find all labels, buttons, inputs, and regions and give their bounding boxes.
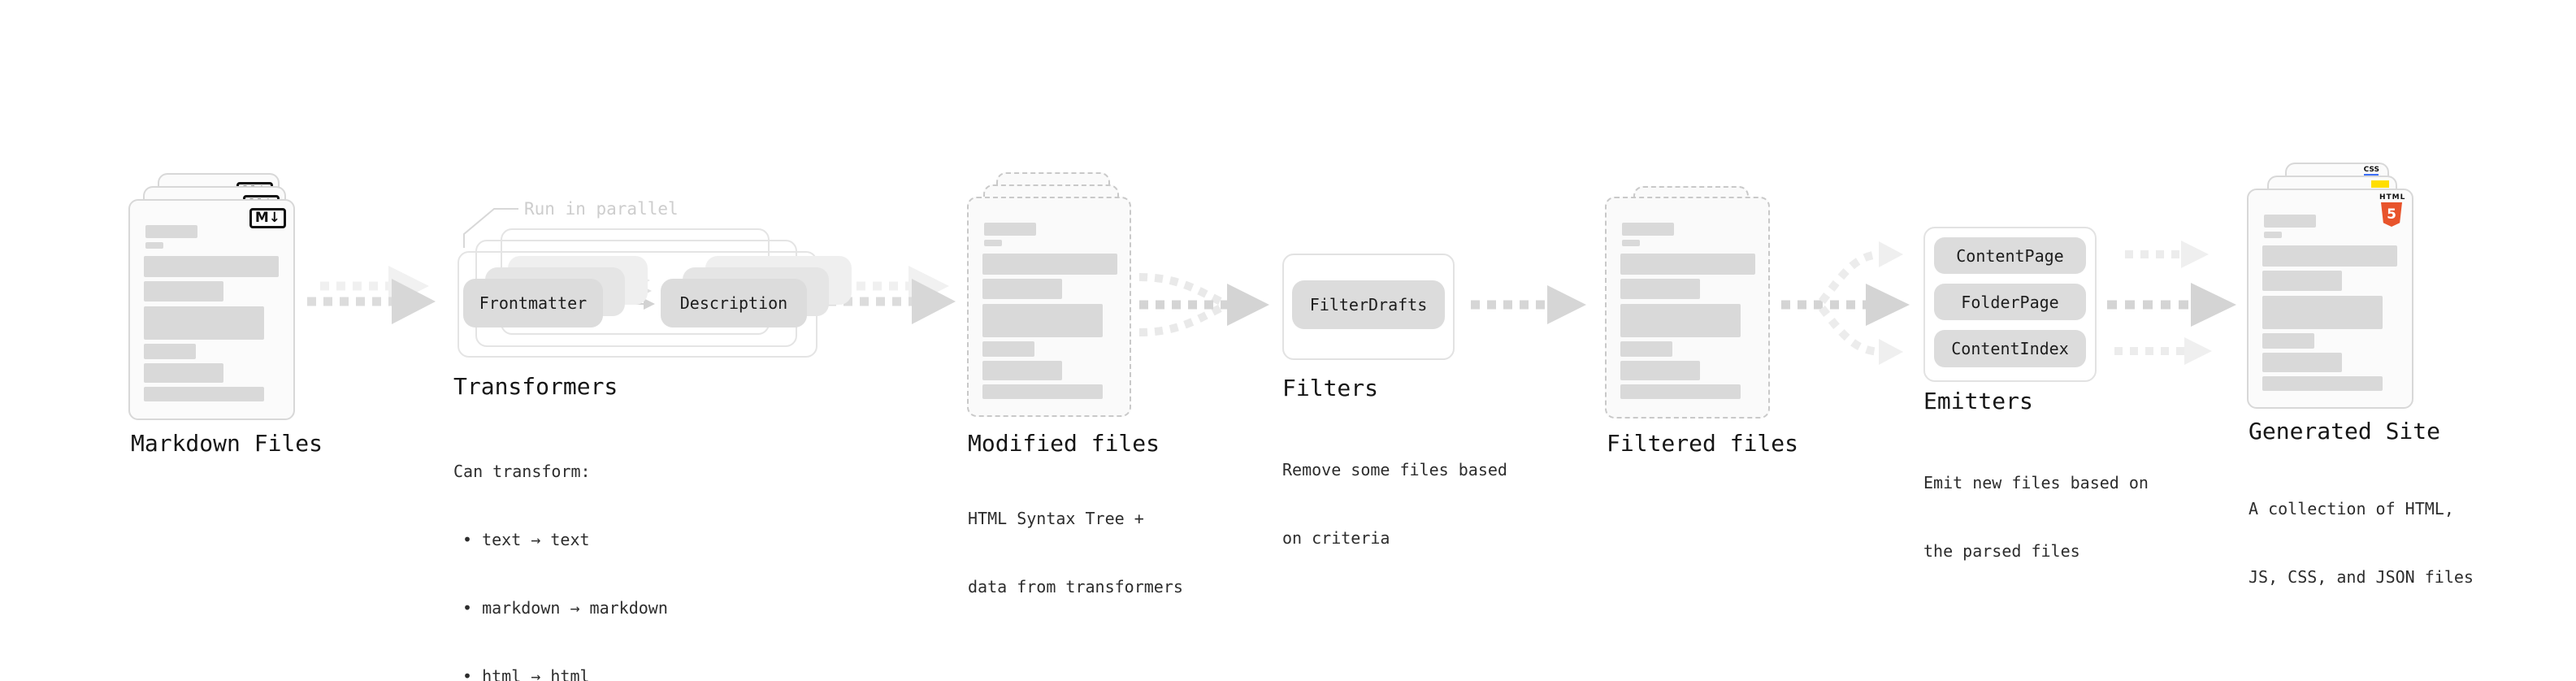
- placeholder-bar: [145, 225, 197, 238]
- run-in-parallel-note: Run in parallel: [524, 199, 679, 219]
- arrow-emitters-to-generated: [2107, 241, 2236, 365]
- contentpage-pill: ContentPage: [1934, 237, 2086, 274]
- placeholder-bar: [2262, 296, 2383, 329]
- placeholder-bar: [1620, 254, 1755, 275]
- markdown-icon: M↓: [249, 208, 286, 228]
- placeholder-bar: [144, 306, 264, 340]
- folderpage-pill: FolderPage: [1934, 284, 2086, 320]
- placeholder-bar: [2262, 333, 2314, 349]
- placeholder-bar: [982, 279, 1062, 299]
- arrow-modified-to-filters: [1138, 273, 1269, 336]
- markdown-file-card: M↓: [128, 199, 295, 420]
- placeholder-bar: [144, 344, 196, 359]
- placeholder-bar: [2264, 232, 2282, 238]
- modified-desc-line: HTML Syntax Tree +: [968, 509, 1144, 528]
- contentindex-pill: ContentIndex: [1934, 330, 2086, 367]
- modified-file-card: [967, 197, 1131, 417]
- placeholder-bar: [982, 254, 1117, 275]
- modified-files-description: HTML Syntax Tree + data from transformer…: [968, 462, 1183, 644]
- transformers-bullet: • html → html: [462, 666, 590, 681]
- filterdrafts-pill: FilterDrafts: [1292, 280, 1445, 329]
- placeholder-bar: [1620, 384, 1741, 399]
- modified-files-label: Modified files: [968, 430, 1160, 457]
- emitters-label: Emitters: [1923, 388, 2033, 414]
- css-icon-text: CSS: [2363, 166, 2379, 174]
- placeholder-bar: [2262, 271, 2342, 291]
- placeholder-bar: [982, 304, 1103, 337]
- emitters-desc-line: Emit new files based on: [1923, 473, 2149, 492]
- html5-icon-number: 5: [2387, 206, 2396, 223]
- generated-desc-line: A collection of HTML,: [2249, 499, 2454, 518]
- placeholder-bar: [2264, 215, 2316, 228]
- html5-icon-shield: 5: [2381, 202, 2402, 227]
- placeholder-bar: [144, 281, 223, 301]
- markdown-files-label: Markdown Files: [131, 430, 323, 457]
- placeholder-bar: [984, 240, 1002, 246]
- placeholder-bar: [1620, 361, 1700, 380]
- transformers-desc-title: Can transform:: [453, 462, 591, 481]
- placeholder-bar: [982, 361, 1062, 380]
- modified-desc-line: data from transformers: [968, 577, 1183, 596]
- transformers-label: Transformers: [453, 373, 618, 400]
- javascript-icon: [2371, 180, 2389, 188]
- placeholder-bar: [982, 341, 1034, 357]
- filtered-file-card: [1605, 197, 1770, 419]
- placeholder-bar: [984, 223, 1036, 236]
- html5-icon-word: HTML: [2379, 193, 2406, 202]
- transformers-description: Can transform: • text → text • markdown …: [453, 414, 668, 681]
- filters-description: Remove some files based on criteria: [1282, 413, 1507, 595]
- filtered-files-label: Filtered files: [1607, 430, 1799, 457]
- placeholder-bar: [145, 242, 163, 249]
- generated-desc-line: JS, CSS, and JSON files: [2249, 567, 2474, 587]
- placeholder-bar: [144, 363, 223, 383]
- arrow-filtered-to-emitters: [1781, 241, 1910, 365]
- placeholder-bar: [1620, 304, 1741, 337]
- placeholder-bar: [2262, 245, 2397, 267]
- emitters-desc-line: the parsed files: [1923, 541, 2080, 561]
- generated-html-file-card: HTML 5: [2247, 189, 2413, 409]
- placeholder-bar: [1622, 240, 1640, 246]
- transformers-bullet: • markdown → markdown: [462, 598, 668, 618]
- placeholder-bar: [1620, 279, 1700, 299]
- placeholder-bar: [2262, 376, 2383, 391]
- placeholder-bar: [2262, 353, 2342, 372]
- placeholder-bar: [982, 384, 1103, 399]
- filters-desc-line: on criteria: [1282, 528, 1390, 548]
- placeholder-bar: [1622, 223, 1674, 236]
- filters-label: Filters: [1282, 375, 1379, 401]
- transformers-bullet: • text → text: [462, 530, 590, 549]
- arrow-filters-to-filtered: [1471, 285, 1586, 324]
- filters-desc-line: Remove some files based: [1282, 460, 1507, 479]
- html5-icon: HTML 5: [2379, 193, 2406, 227]
- placeholder-bar: [144, 387, 264, 401]
- generated-site-label: Generated Site: [2249, 418, 2441, 445]
- frontmatter-pill: Frontmatter: [463, 279, 603, 327]
- placeholder-bar: [144, 256, 279, 277]
- generated-site-description: A collection of HTML, JS, CSS, and JSON …: [2249, 452, 2474, 634]
- description-pill: Description: [661, 279, 807, 327]
- arrow-markdown-to-transformers: [307, 266, 436, 324]
- emitters-description: Emit new files based on the parsed files: [1923, 426, 2149, 608]
- placeholder-bar: [1620, 341, 1672, 357]
